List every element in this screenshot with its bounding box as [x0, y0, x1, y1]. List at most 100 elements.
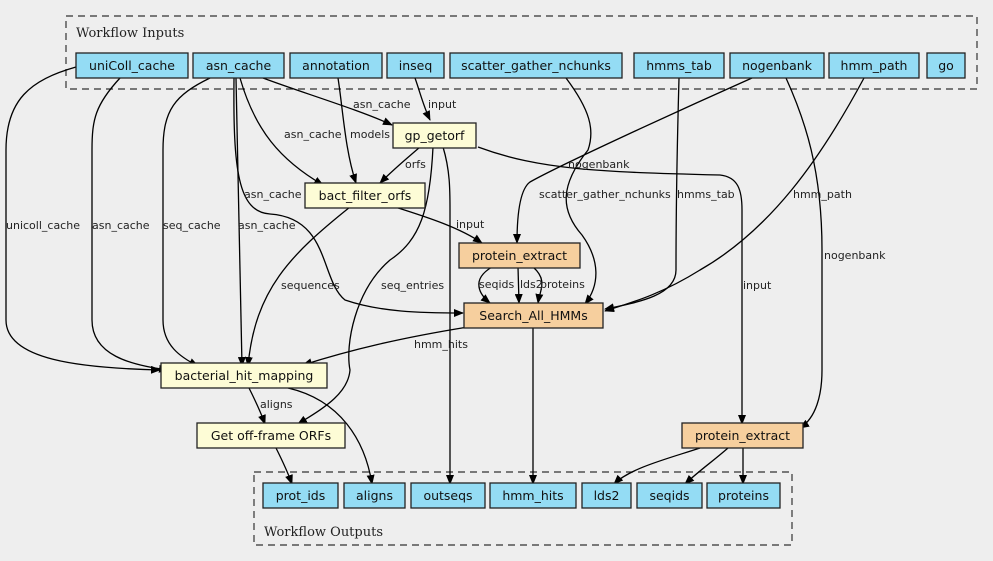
svg-text:inseq: inseq [399, 58, 433, 73]
output-node-aligns[interactable]: aligns [343, 482, 406, 509]
svg-text:outseqs: outseqs [423, 488, 472, 503]
svg-text:bacterial_hit_mapping: bacterial_hit_mapping [175, 368, 314, 383]
edge-nogenbank-pe1 [513, 77, 753, 244]
edge-seqids-out [684, 447, 729, 485]
edge-hmm-path [604, 77, 865, 313]
svg-text:uniColl_cache: uniColl_cache [89, 58, 175, 73]
svg-text:hmm_path: hmm_path [841, 58, 908, 73]
output-node-hmm-hits[interactable]: hmm_hits [489, 482, 577, 509]
workflow-inputs-cluster: Workflow Inputs [65, 15, 978, 90]
input-node-asn-cache[interactable]: asn_cache [192, 52, 285, 79]
edge-label: unicoll_cache [6, 219, 80, 232]
workflow-inputs-label: Workflow Inputs [76, 26, 184, 41]
subworkflow-node-protein-extract-2[interactable]: protein_extract [681, 422, 804, 449]
edge-asn-cache-search [233, 77, 464, 317]
step-node-bact-filter-orfs[interactable]: bact_filter_orfs [304, 182, 426, 209]
workflow-outputs-cluster: Workflow Outputs [253, 471, 793, 546]
edge-nogenbank-pe2 [785, 77, 823, 429]
edge-hmms-tab [604, 77, 680, 312]
edge-input-pe2 [477, 146, 746, 425]
edges [5, 66, 865, 485]
edge-prot-ids [275, 447, 293, 485]
subworkflow-node-protein-extract[interactable]: protein_extract [458, 242, 581, 269]
edge-label: seqids [479, 278, 515, 291]
edge-label: asn_cache [92, 219, 150, 232]
svg-text:seqids: seqids [649, 488, 689, 503]
output-node-seqids[interactable]: seqids [636, 482, 703, 509]
edge-hmm-hits-map [302, 326, 469, 367]
step-node-get-off-frame-orfs[interactable]: Get off-frame ORFs [196, 422, 346, 449]
edge-label: hmm_hits [414, 338, 468, 351]
edge-unicoll-asn-cache [91, 77, 169, 373]
edge-outseqs [442, 146, 454, 485]
edge-label: aligns [260, 398, 293, 411]
edge-label: sequences [281, 279, 340, 292]
edge-asn-cache-filter [239, 77, 324, 186]
edge-label: nogenbank [568, 158, 630, 171]
input-node-annotation[interactable]: annotation [289, 52, 383, 79]
edge-seqids [478, 266, 493, 304]
edge-models [337, 77, 357, 184]
edge-asn-seq-cache [162, 77, 211, 367]
edge-label: input [456, 218, 485, 231]
svg-text:go: go [938, 58, 954, 73]
svg-text:hmms_tab: hmms_tab [646, 58, 712, 73]
edge-label: nogenbank [824, 249, 886, 262]
edge-sequences [244, 206, 351, 367]
workflow-outputs-label: Workflow Outputs [264, 525, 383, 540]
edge-label: seq_entries [381, 279, 444, 292]
edge-label: seq_cache [163, 219, 221, 232]
edge-proteins [532, 266, 544, 304]
edge-label: asn_cache [238, 219, 296, 232]
svg-text:annotation: annotation [302, 58, 370, 73]
output-node-prot-ids[interactable]: prot_ids [262, 482, 339, 509]
svg-text:gp_getorf: gp_getorf [405, 128, 465, 143]
edge-label: orfs [405, 158, 426, 171]
svg-text:prot_ids: prot_ids [276, 488, 326, 503]
input-node-nogenbank[interactable]: nogenbank [729, 52, 825, 79]
input-node-hmm-path[interactable]: hmm_path [828, 52, 920, 79]
edge-input-pe1 [394, 206, 483, 244]
svg-text:protein_extract: protein_extract [472, 248, 567, 263]
svg-text:protein_extract: protein_extract [695, 428, 790, 443]
edge-labels: unicoll_cache asn_cache seq_cache asn_ca… [6, 98, 886, 411]
edge-label: proteins [540, 278, 585, 291]
edge-lds2-out [613, 447, 701, 485]
edge-asn-cache-getorf [262, 77, 393, 126]
svg-text:Get off-frame ORFs: Get off-frame ORFs [211, 428, 331, 443]
edge-label: hmms_tab [677, 188, 735, 201]
edge-label: models [350, 128, 390, 141]
output-node-lds2[interactable]: lds2 [581, 482, 632, 509]
input-node-inseq[interactable]: inseq [386, 52, 445, 79]
step-node-bacterial-hit-mapping[interactable]: bacterial_hit_mapping [160, 362, 328, 389]
step-node-gp-getorf[interactable]: gp_getorf [392, 122, 477, 149]
output-node-outseqs[interactable]: outseqs [410, 482, 486, 509]
svg-text:bact_filter_orfs: bact_filter_orfs [319, 188, 412, 203]
svg-text:Search_All_HMMs: Search_All_HMMs [479, 308, 587, 323]
edge-label: scatter_gather_nchunks [539, 188, 671, 201]
input-node-hmms-tab[interactable]: hmms_tab [633, 52, 725, 79]
svg-text:aligns: aligns [356, 488, 393, 503]
edge-unicoll-cache [5, 66, 161, 374]
edge-orfs [379, 146, 421, 184]
edge-label: asn_cache [244, 188, 302, 201]
edge-label: asn_cache [284, 128, 342, 141]
subworkflow-node-search-all-hmms[interactable]: Search_All_HMMs [463, 302, 604, 329]
input-node-go[interactable]: go [926, 52, 966, 79]
edge-label: lds2 [520, 278, 543, 291]
input-node-scatter-gather-nchunks[interactable]: scatter_gather_nchunks [449, 52, 623, 79]
svg-text:asn_cache: asn_cache [206, 58, 272, 73]
edge-label: input [428, 98, 457, 111]
svg-text:scatter_gather_nchunks: scatter_gather_nchunks [461, 58, 611, 73]
edge-aligns-offframe [248, 387, 266, 425]
svg-text:hmm_hits: hmm_hits [502, 488, 563, 503]
input-node-unicoll-cache[interactable]: uniColl_cache [75, 52, 189, 79]
edge-aligns-out [287, 387, 375, 485]
edge-lds2 [514, 266, 523, 304]
edge-input-getorf [414, 77, 431, 121]
edge-asn-cache-hitmap [235, 77, 246, 367]
output-node-proteins[interactable]: proteins [706, 482, 781, 509]
svg-text:lds2: lds2 [594, 488, 620, 503]
edge-label: asn_cache [353, 98, 411, 111]
